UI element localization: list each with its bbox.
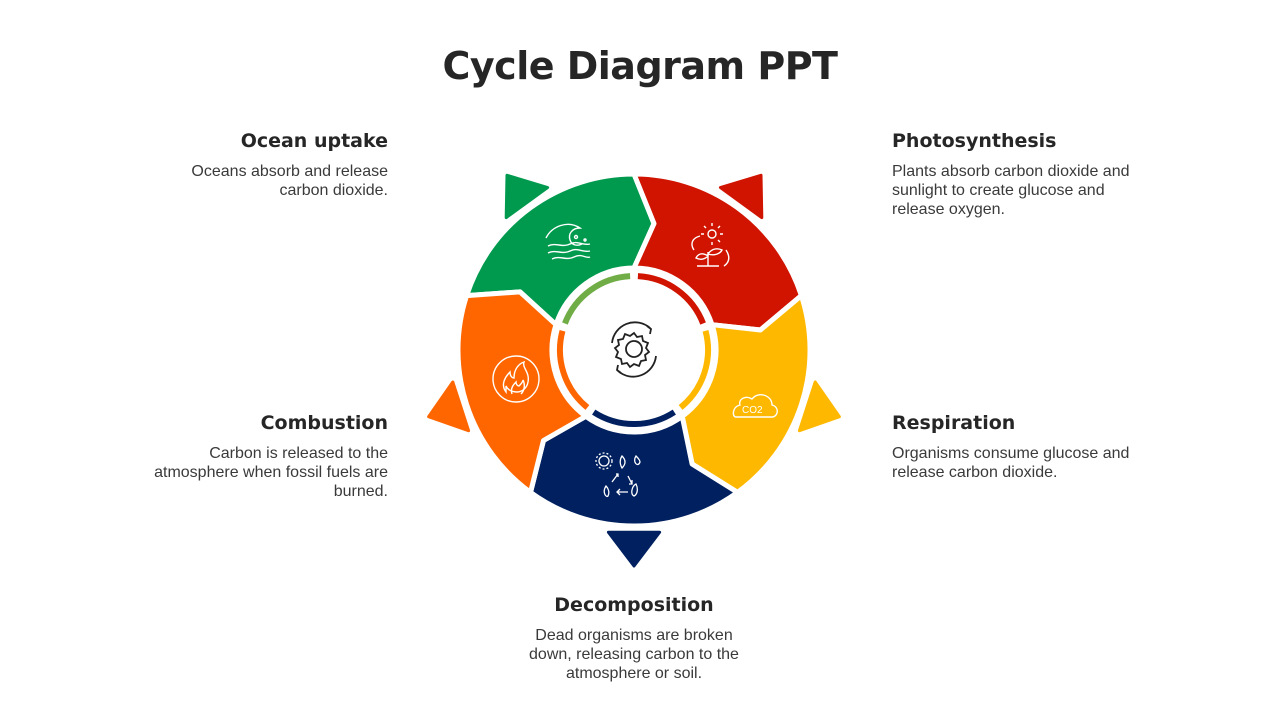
combustion-text: Carbon is released to the atmosphere whe… <box>154 445 388 500</box>
recycle-leaves-icon <box>595 452 641 498</box>
respiration-text: Organisms consume glucose and release ca… <box>892 445 1130 481</box>
center-circle <box>566 282 702 418</box>
ocean-uptake-block: Ocean uptake Oceans absorb and release c… <box>128 130 388 200</box>
page-title: Cycle Diagram PPT <box>442 44 838 88</box>
fire-icon <box>492 355 540 403</box>
photo-ring-arc <box>637 273 706 325</box>
resp-pointer-triangle <box>797 380 841 433</box>
photosynthesis-block: Photosynthesis Plants absorb carbon diox… <box>892 130 1152 219</box>
decomp-ring-arc <box>592 409 676 428</box>
decomposition-block: Decomposition Dead organisms are broken … <box>504 594 764 683</box>
respiration-block: Respiration Organisms consume glucose an… <box>892 412 1152 482</box>
decomp-pointer-triangle <box>606 530 662 568</box>
decomposition-heading: Decomposition <box>554 594 714 616</box>
combustion-block: Combustion Carbon is released to the atm… <box>128 412 388 501</box>
decomposition-text: Dead organisms are broken down, releasin… <box>529 627 739 682</box>
co2-label: CO2 <box>742 405 763 416</box>
combustion-heading: Combustion <box>260 412 388 434</box>
gear-cycle-icon <box>611 321 657 378</box>
photosynthesis-text: Plants absorb carbon dioxide and sunligh… <box>892 163 1130 218</box>
photosynthesis-heading: Photosynthesis <box>892 130 1057 152</box>
co2-cloud-icon: CO2 <box>732 394 778 418</box>
ocean-pointer-triangle <box>504 173 550 220</box>
photo-pointer-triangle <box>718 173 764 220</box>
plant-sun-icon <box>691 223 730 267</box>
combust-pointer-triangle <box>427 380 471 433</box>
ocean-wave-icon <box>545 223 591 260</box>
ocean-uptake-text: Oceans absorb and release carbon dioxide… <box>191 163 388 199</box>
ocean-ring-arc <box>562 273 631 325</box>
resp-ring-arc <box>678 330 712 410</box>
combust-ring-arc <box>556 330 590 410</box>
ocean-uptake-heading: Ocean uptake <box>240 130 388 152</box>
respiration-heading: Respiration <box>892 412 1016 434</box>
